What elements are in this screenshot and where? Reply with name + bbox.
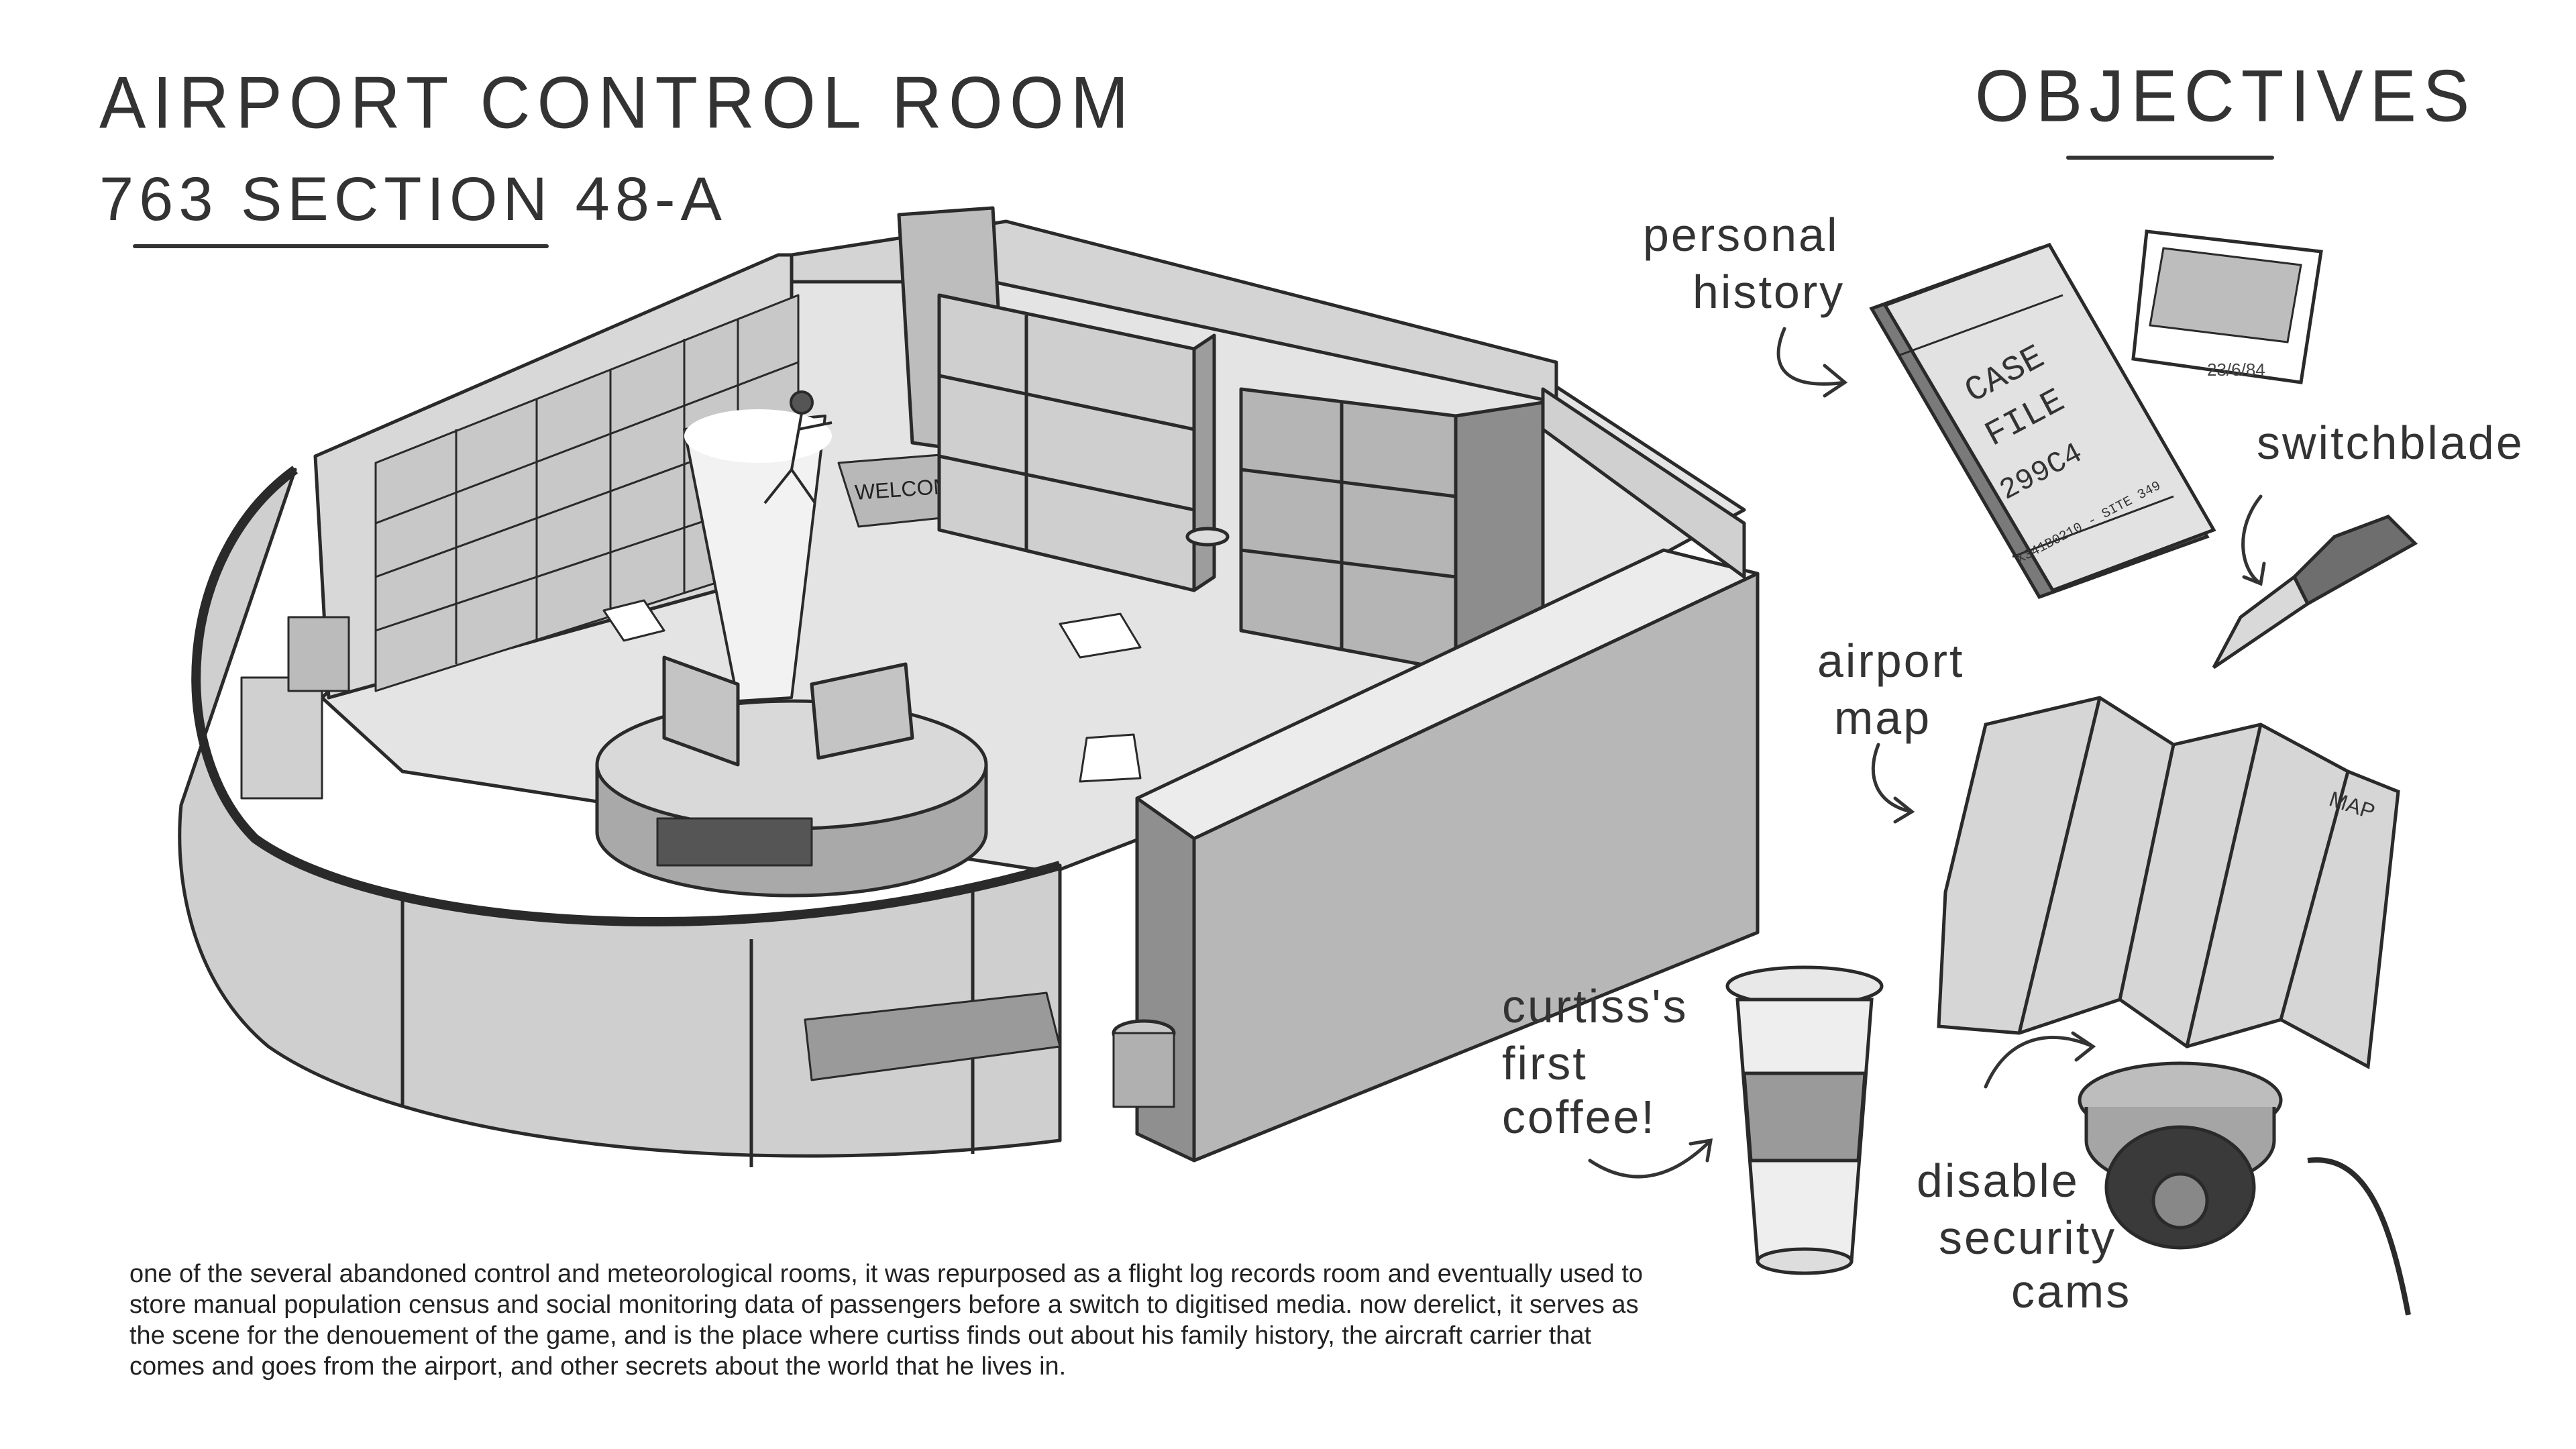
vending-machine (240, 676, 323, 800)
security-camera-icon (2078, 1061, 2411, 1316)
objective-label-personal-history: personal (1643, 209, 1839, 261)
paper (1059, 612, 1142, 659)
objective-label-security-cams: cams (2011, 1265, 2132, 1318)
trash-can (1185, 527, 1230, 547)
paper (602, 599, 665, 642)
description-line: comes and goes from the airport, and oth… (129, 1352, 1067, 1381)
page-title: AIRPORT CONTROL ROOM (99, 62, 1136, 144)
objective-label-personal-history: history (1693, 266, 1845, 318)
control-panel (804, 991, 1061, 1081)
arrow-icon (1588, 1138, 1713, 1179)
objective-label-airport-map: airport (1817, 635, 1965, 687)
control-room-illustration: WELCOME (178, 206, 1760, 1167)
description-line: one of the several abandoned control and… (129, 1260, 1644, 1288)
hologram-runner-figure (763, 390, 833, 504)
arrow-icon (1984, 1031, 2096, 1089)
description-line: store manual population census and socia… (129, 1291, 1639, 1319)
map-icon: MAP (1937, 696, 2400, 1069)
objective-label-coffee: first (1502, 1037, 1588, 1089)
curved-glass-wall (178, 466, 1062, 1167)
photo-date: 23/6/84 (2207, 360, 2265, 380)
arrow-icon (1871, 743, 1915, 824)
central-console-desk (595, 655, 988, 898)
arrow-icon (1776, 327, 1848, 398)
coffee-cup-icon (1725, 965, 1884, 1275)
objectives-underline (2066, 156, 2274, 160)
paper (1079, 733, 1142, 783)
arrow-icon (2241, 494, 2266, 586)
monitor (662, 655, 740, 767)
objective-label-airport-map: map (1834, 692, 1932, 744)
objective-label-security-cams: security (1939, 1212, 2117, 1264)
objective-label-security-cams: disable (1917, 1155, 2080, 1207)
objective-label-coffee: coffee! (1502, 1091, 1656, 1143)
switchblade-icon (2212, 515, 2418, 669)
case-file-icon: CASE FILE 299C4 X341B0210 - SITE 349 (1869, 242, 2216, 600)
objectives-heading: OBJECTIVES (1975, 56, 2477, 138)
objective-label-switchblade: switchblade (2257, 417, 2524, 469)
telephone-stand (287, 616, 350, 692)
section-subtitle: 763 SECTION 48-A (99, 165, 727, 233)
hologram-glow (684, 409, 832, 463)
server-racks (1239, 387, 1545, 673)
objective-label-coffee: curtiss's (1502, 980, 1688, 1032)
description-line: the scene for the denouement of the game… (129, 1322, 1592, 1350)
bookshelves (937, 293, 1216, 592)
subtitle-underline (133, 244, 549, 248)
photo-icon: 23/6/84 (2131, 229, 2323, 384)
room-description: one of the several abandoned control and… (129, 1258, 1847, 1382)
arrow-icons (1588, 327, 2266, 1179)
monitor (810, 662, 914, 760)
right-partition-wall (1112, 387, 1760, 1163)
